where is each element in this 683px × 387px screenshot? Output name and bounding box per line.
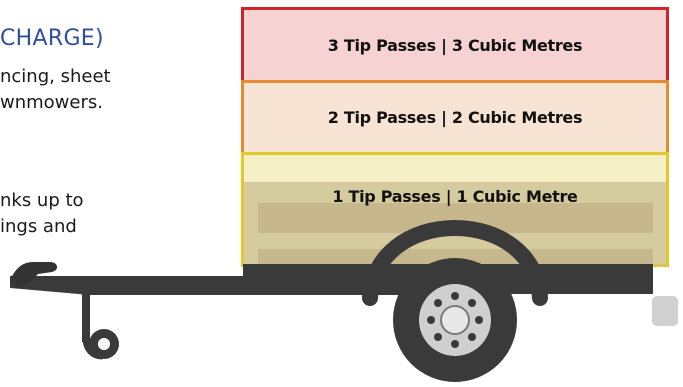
tier-label: 1 Tip Passes | 1 Cubic Metre: [332, 187, 577, 206]
wheel-hub: [441, 306, 469, 334]
tail-light: [652, 296, 678, 326]
jockey-wheel-hub: [98, 338, 110, 350]
jockey-wheel-post: [82, 292, 90, 342]
